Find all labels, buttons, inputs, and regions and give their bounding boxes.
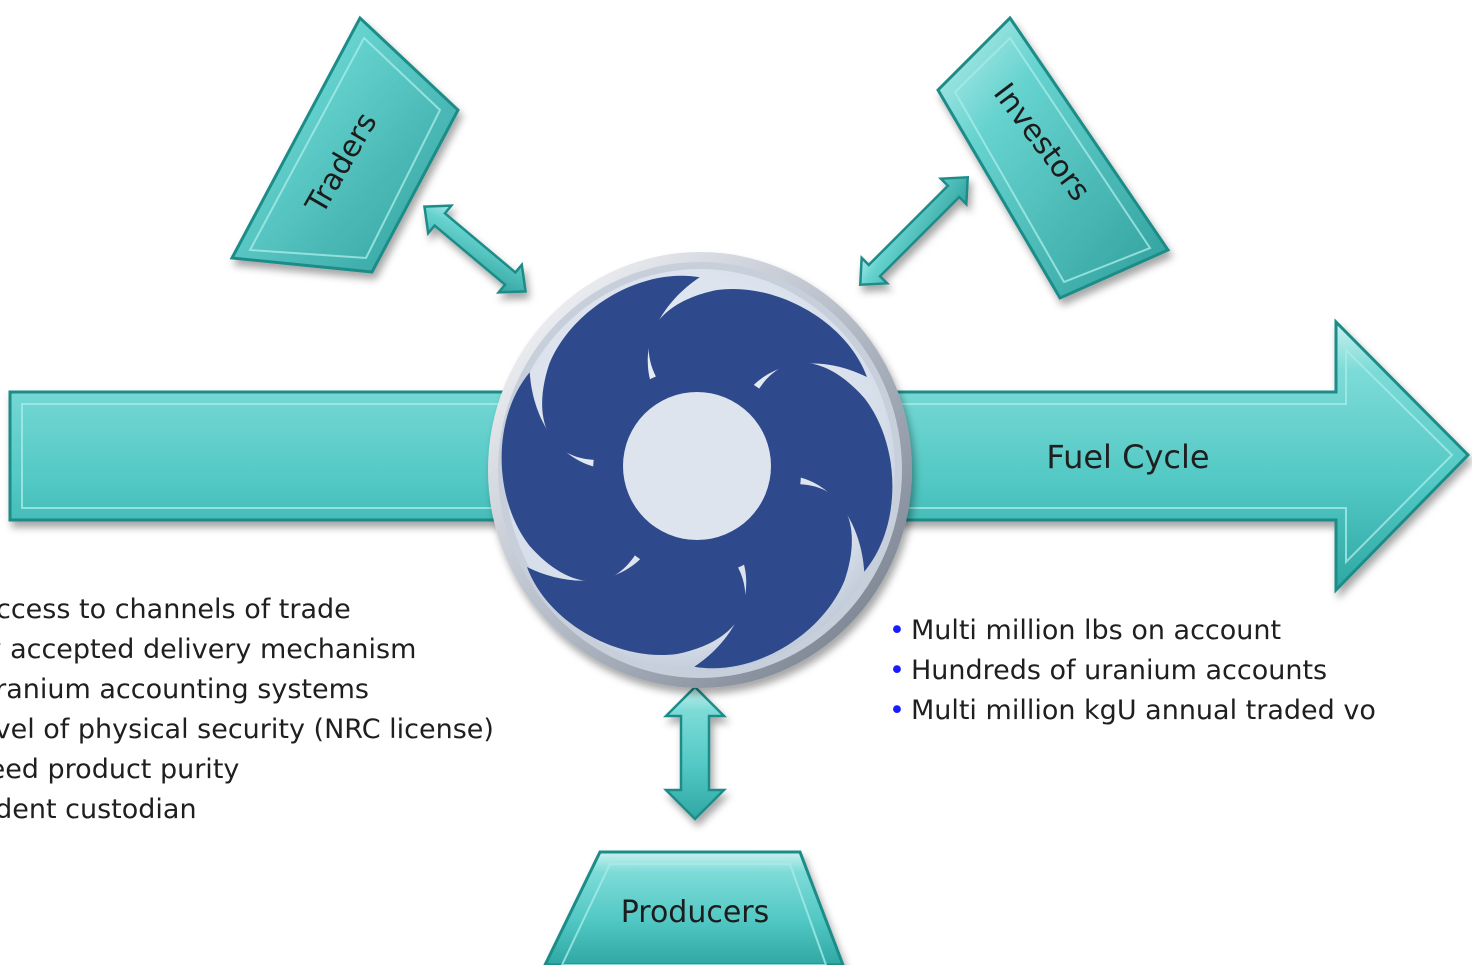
list-item: •Hundreds of uranium accounts <box>889 655 1328 686</box>
list-item: •Multi million lbs on account <box>889 615 1282 646</box>
producers-node: Producers <box>543 850 845 965</box>
center-logo-disc <box>453 233 941 711</box>
swirl-logo-icon <box>453 233 941 711</box>
list-item: teed product purity <box>0 754 240 785</box>
list-item: •Multi million kgU annual traded vo <box>889 695 1376 726</box>
investors-node: Investors <box>936 15 1171 300</box>
list-item: ndent custodian <box>0 794 197 825</box>
left-feature-list: Access to channels of trade ly accepted … <box>0 590 494 830</box>
traders-node: Traders <box>229 15 460 274</box>
bullet-dot-icon: • <box>889 695 905 726</box>
list-item: evel of physical security (NRC license) <box>0 714 494 745</box>
investors-connector-arrow <box>858 175 970 287</box>
producers-label: Producers <box>621 895 770 930</box>
bullet-dot-icon: • <box>889 615 905 646</box>
traders-connector-arrow <box>423 204 527 294</box>
list-item: uranium accounting systems <box>0 674 369 705</box>
right-stats-list: •Multi million lbs on account •Hundreds … <box>889 611 1376 731</box>
list-item: Access to channels of trade <box>0 594 351 625</box>
list-item: ly accepted delivery mechanism <box>0 634 417 665</box>
bullet-dot-icon: • <box>889 655 905 686</box>
fuel-cycle-label: Fuel Cycle <box>1046 438 1209 476</box>
producers-connector-arrow <box>662 685 728 821</box>
